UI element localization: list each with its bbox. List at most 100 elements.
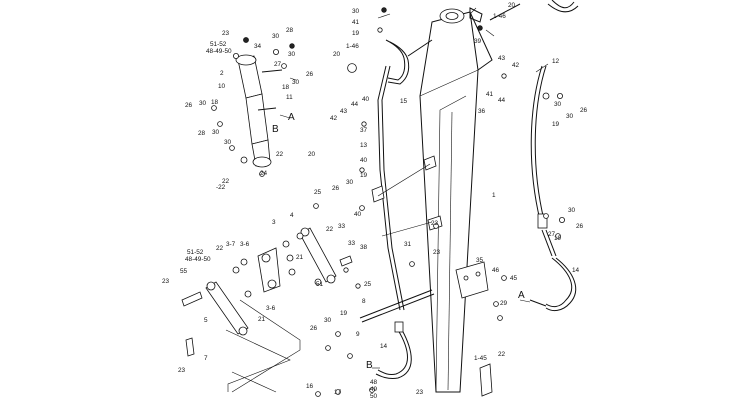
callout: 30 [224, 139, 232, 146]
callout: 19 [552, 121, 560, 128]
callout: 30 [568, 207, 576, 214]
bucket-outline [225, 299, 301, 393]
callout: 43 [340, 108, 348, 115]
callout: 30 [346, 179, 354, 186]
hose-14-right [529, 257, 577, 312]
callout: 28 [198, 130, 206, 137]
callout: 19 [554, 235, 562, 242]
arm-body [419, 7, 493, 393]
callout: 21 [296, 254, 304, 261]
callout: 42 [330, 115, 338, 122]
callout: 1-46 [493, 13, 506, 20]
callout: 3-6 [240, 241, 250, 248]
callout: 23 [431, 220, 439, 227]
callout: 28 [286, 27, 294, 34]
callout: 8 [362, 298, 366, 305]
callout: 48-49-50 [185, 256, 211, 263]
hose-14-left [375, 321, 412, 379]
ref-label-a-upper: A [288, 112, 295, 123]
clamps [371, 155, 443, 237]
hose-15 [385, 39, 433, 85]
callout: 1 [492, 192, 496, 199]
callout: 3 [272, 219, 276, 226]
callout: 9 [356, 331, 360, 338]
hose-upper-right [489, 0, 579, 21]
callout: 22 [216, 245, 224, 252]
callout: 19 [352, 30, 360, 37]
callout: 14 [572, 267, 580, 274]
callout: 22 [276, 151, 284, 158]
leader-lines [279, 7, 549, 369]
callout: 31 [404, 241, 412, 248]
callout: 21 [258, 316, 266, 323]
callout: 20 [508, 2, 516, 9]
callout: 26 [580, 107, 588, 114]
callout: 30 [566, 113, 574, 120]
link-3 [257, 247, 281, 293]
callout: 29 [500, 300, 508, 307]
callout: 19 [360, 172, 368, 179]
callout: 23 [433, 249, 441, 256]
callout: 4 [290, 212, 294, 219]
callout: 26 [332, 185, 340, 192]
callout: 26 [306, 71, 314, 78]
callout: 30 [292, 79, 300, 86]
callout: 2 [220, 70, 224, 77]
callout: 40 [354, 211, 362, 218]
callout: 37 [360, 127, 368, 134]
callout: 17 [334, 389, 342, 396]
callout: 48-49-50 [206, 48, 232, 55]
pins [181, 255, 493, 397]
link-4 [299, 227, 337, 284]
callout: 23 [222, 30, 230, 37]
callout: 50 [370, 393, 378, 400]
callout: 24 [260, 170, 268, 177]
reference-letters: A B A B [272, 112, 525, 371]
callout: 46 [492, 267, 500, 274]
callout: 51 [316, 281, 324, 288]
callout: 25 [314, 189, 322, 196]
callout: 30 [212, 129, 220, 136]
callout: 27 [274, 61, 282, 68]
callout: 1-45 [474, 355, 487, 362]
callout: 27 [548, 231, 556, 238]
callout: 30 [199, 100, 207, 107]
callout: 20 [308, 151, 316, 158]
callout: 36 [478, 108, 486, 115]
cylinder-assembly [235, 54, 283, 168]
callout: 18 [282, 84, 290, 91]
callout: 45 [510, 275, 518, 282]
callout: 14 [380, 343, 388, 350]
ref-label-a-lower: A [518, 290, 525, 301]
callout: 40 [362, 96, 370, 103]
link-5 [205, 281, 249, 336]
callout: 22 [326, 226, 334, 233]
callout: 49 [370, 386, 378, 393]
callout: 1-46 [346, 43, 359, 50]
callout: 15 [400, 98, 408, 105]
callout: 26 [310, 325, 318, 332]
callout: 20 [333, 51, 341, 58]
callout: 44 [351, 101, 359, 108]
callout-labels: 23 51-52 48-49-50 30 34 28 30 27 26 2 30… [162, 2, 588, 400]
bracket-35 [455, 261, 489, 299]
callout: 26 [185, 102, 193, 109]
callout: 30 [554, 101, 562, 108]
callout: 7 [204, 355, 208, 362]
callout: -22 [216, 184, 226, 191]
callout: 19 [340, 310, 348, 317]
callout: 13 [360, 142, 368, 149]
callout: 40 [360, 157, 368, 164]
pipe-13 [377, 65, 405, 311]
callout: 55 [180, 268, 188, 275]
callout: 23 [178, 367, 186, 374]
fasteners [211, 7, 566, 397]
callout: 11 [286, 94, 293, 101]
callout: 3-7 [226, 241, 236, 248]
callout: 12 [552, 58, 560, 65]
callout: 43 [498, 55, 506, 62]
callout: 42 [512, 62, 520, 69]
callout: 48 [370, 379, 378, 386]
